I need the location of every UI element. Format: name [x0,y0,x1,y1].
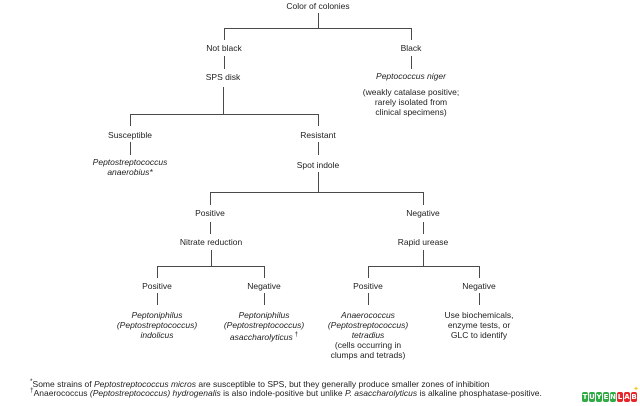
species-note: (weakly catalase positive; [362,87,460,97]
species-name: (Peptostreptococcus) [223,320,305,330]
footnote-text: is also indole-positive but unlike [220,387,345,398]
node-peptoniphilus-indolicus: Peptoniphilus (Peptostreptococcus) indol… [117,310,197,340]
connector-line [210,222,211,234]
footnote-species: P. asaccharolyticus [345,387,418,398]
node-anaerococcus-tetradius: Anaerococcus (Peptostreptococcus) tetrad… [328,310,408,360]
node-urease-positive: Positive [353,281,383,291]
footnote-text: Some strains of [32,378,94,389]
species-name: Peptoniphilus [238,310,290,320]
species-note: rarely isolated from [374,97,448,107]
species-name: Anaerococcus [341,310,395,320]
node-color-of-colonies: Color of colonies [286,1,350,11]
node-peptoniphilus-asaccharolyticus: Peptoniphilus (Peptostreptococcus) asacc… [224,310,304,342]
connector-line [224,28,411,29]
connector-line [130,114,131,126]
node-susceptible: Susceptible [108,130,152,140]
connector-line [411,56,412,69]
connector-line [479,266,480,278]
connector-line [423,222,424,234]
node-urease-negative: Negative [462,281,496,291]
connector-line [368,293,369,305]
node-not-black: Not black [206,43,242,53]
watermark-letter: N [610,392,616,402]
footnote-dagger: †Anaerococcus (Peptostreptococcus) hydro… [30,386,542,398]
connector-line [368,266,479,267]
dagger-marker: † [294,331,299,338]
footnote-text: is alkaline phosphatase-positive. [417,387,542,398]
connector-line [264,293,265,305]
dagger-marker: † [30,387,34,394]
node-resistant: Resistant [300,130,336,140]
connector-line [130,142,131,155]
node-indole-positive: Positive [195,208,225,218]
node-indole-negative: Negative [406,208,440,218]
connector-line [318,142,319,155]
connector-line [224,28,225,40]
species-name: anaerobius* [107,167,153,177]
connector-line [423,250,424,266]
connector-line [318,13,319,28]
instruction-text: GLC to identify [450,330,508,340]
node-peptostreptococcus-anaerobius: Peptostreptococcus anaerobius* [93,157,168,177]
asterisk-marker: * [30,378,33,385]
connector-line [479,293,480,305]
connector-line [318,172,319,192]
node-nitrate-reduction: Nitrate reduction [179,237,243,247]
connector-line [368,266,369,278]
connector-line [411,28,412,40]
connector-line [210,192,211,205]
species-note: clinical specimens) [375,107,447,117]
watermark-letter: L [617,392,623,402]
footnote-text: are susceptible to SPS, but they general… [196,378,490,389]
connector-line [223,87,224,114]
watermark-star-icon: ✦ [633,386,639,393]
connector-line [210,192,423,193]
node-use-biochemicals: Use biochemicals, enzyme tests, or GLC t… [445,310,514,340]
species-name: Peptococcus niger [376,71,446,81]
connector-line [264,266,265,278]
species-note: clumps and tetrads) [330,350,406,360]
node-peptococcus-niger: Peptococcus niger (weakly catalase posit… [363,71,459,117]
footnote-species: Peptostreptococcus micros [93,378,196,389]
watermark-letter: E [603,392,609,402]
watermark-letter: U [589,392,595,402]
node-black: Black [400,43,422,53]
watermark-logo: T U Y E N L A B [582,392,637,402]
connector-line [157,266,158,278]
watermark-letter: B [631,392,637,402]
connector-line [157,293,158,305]
node-nitrate-positive: Positive [142,281,172,291]
watermark-letter: Y [596,392,602,402]
watermark-letter: T [582,392,588,402]
species-name: Peptoniphilus [131,310,183,320]
species-name: indolicus [140,330,174,340]
species-name: (Peptostreptococcus) [116,320,198,330]
instruction-text: enzyme tests, or [447,320,511,330]
connector-line [423,192,424,205]
species-name: tetradius [351,330,385,340]
species-name: asaccharolyticus [229,331,293,342]
instruction-text: Use biochemicals, [444,310,514,320]
species-name: (Peptostreptococcus) [327,320,409,330]
node-spot-indole: Spot indole [296,160,340,170]
footnote-asterisk: *Some strains of Peptostreptococcus micr… [30,377,489,389]
connector-line [224,56,225,69]
species-name: Peptostreptococcus [92,157,168,167]
node-rapid-urease: Rapid urease [397,237,449,247]
connector-line [211,250,212,266]
species-note: (cells occurring in [334,340,402,350]
footnote-text: Anaerococcus [33,387,90,398]
footnote-species: (Peptostreptococcus) hydrogenalis [89,387,221,398]
connector-line [157,266,264,267]
watermark-letter: A [624,392,630,402]
node-nitrate-negative: Negative [247,281,281,291]
connector-line [130,114,318,115]
connector-line [318,114,319,126]
node-sps-disk: SPS disk [205,72,241,82]
